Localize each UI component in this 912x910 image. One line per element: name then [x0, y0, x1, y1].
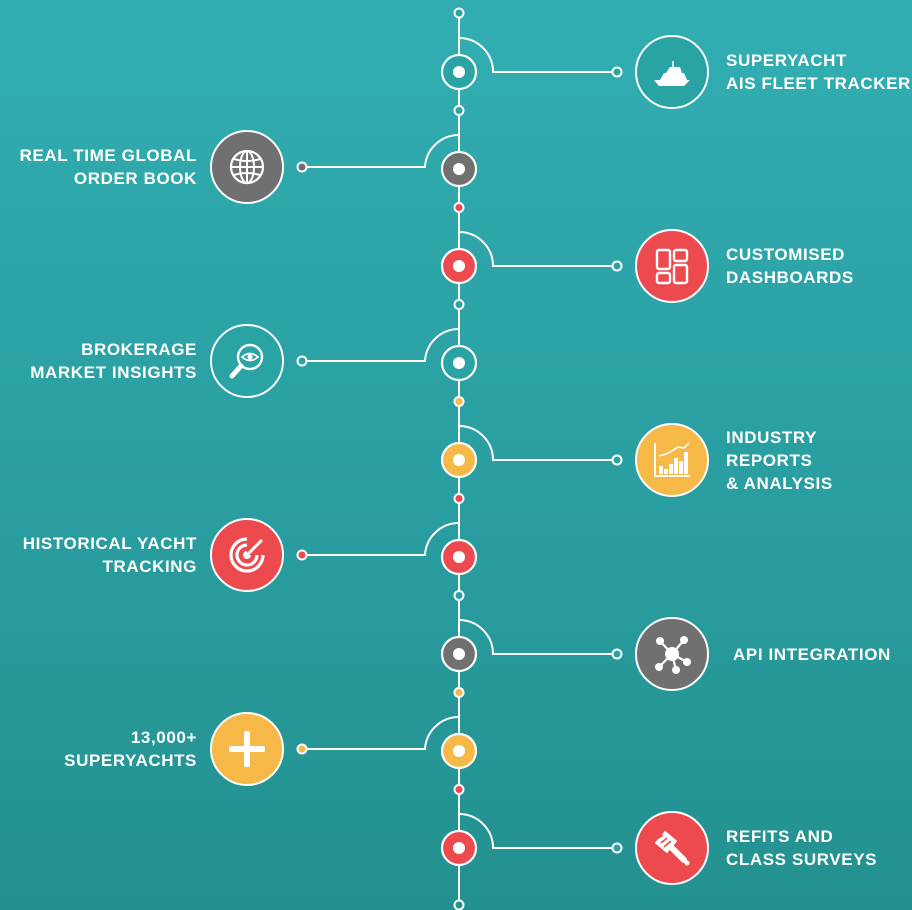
feature-api-integration: API INTEGRATION — [635, 614, 912, 694]
badge-ais-fleet-tracker — [635, 35, 709, 109]
connector-tip-dot — [296, 355, 308, 367]
feature-dashboards: CUSTOMISED DASHBOARDS — [635, 226, 912, 306]
feature-label: HISTORICAL YACHT TRACKING — [22, 534, 197, 576]
connector-tip-dot — [296, 161, 308, 173]
spine-joint-dot — [453, 784, 465, 795]
timeline-node-center — [453, 357, 465, 369]
spine-end-dot — [453, 899, 465, 910]
bar-chart-icon — [654, 442, 690, 477]
superyacht-icon — [654, 61, 690, 86]
spine-joint-dot — [453, 590, 465, 601]
connector-industry-reports — [458, 425, 617, 461]
connector-historical-tracking — [302, 521, 460, 556]
feature-market-insights: BROKERAGE MARKET INSIGHTS — [0, 321, 287, 401]
network-nodes-icon — [655, 636, 691, 674]
spine-joint-dot — [453, 299, 465, 310]
badge-historical-tracking — [210, 518, 284, 592]
feature-historical-tracking: HISTORICAL YACHT TRACKING — [0, 515, 287, 595]
connector-refits-surveys — [458, 813, 617, 849]
timeline-node-center — [453, 66, 465, 78]
spine-joint-dot — [453, 396, 465, 407]
connector-tip-dot — [611, 648, 623, 660]
radar-icon — [229, 537, 265, 573]
connector-tip-dot — [296, 549, 308, 561]
feature-label: REFITS AND CLASS SURVEYS — [726, 827, 878, 869]
feature-label: INDUSTRY REPORTS & ANALYSIS — [726, 427, 833, 493]
feature-label: SUPERYACHT AIS FLEET TRACKER — [726, 51, 911, 93]
connector-tip-dot — [296, 743, 308, 755]
connector-api-integration — [458, 619, 617, 655]
plus-icon — [229, 731, 265, 767]
paint-brush-icon — [654, 830, 690, 866]
badge-market-insights — [210, 324, 284, 398]
badge-order-book — [210, 130, 284, 204]
connector-ais-fleet-tracker — [458, 37, 617, 73]
feature-superyachts-count: 13,000+ SUPERYACHTS — [0, 709, 287, 789]
spine-start-dot — [453, 7, 465, 19]
badge-api-integration — [635, 617, 709, 691]
spine-joint-dot — [453, 687, 465, 698]
feature-label: BROKERAGE MARKET INSIGHTS — [30, 340, 197, 382]
feature-label: 13,000+ SUPERYACHTS — [64, 728, 197, 770]
spine-joint-dot — [453, 493, 465, 504]
timeline-node-center — [453, 551, 465, 563]
connector-tip-dot — [611, 454, 623, 466]
badge-superyachts-count — [210, 712, 284, 786]
connector-order-book — [302, 133, 460, 168]
connector-tip-dot — [611, 66, 623, 78]
badge-dashboards — [635, 229, 709, 303]
badge-refits-surveys — [635, 811, 709, 885]
timeline-node-center — [453, 648, 465, 660]
connector-tip-dot — [611, 260, 623, 272]
feature-industry-reports: INDUSTRY REPORTS & ANALYSIS — [635, 420, 912, 500]
dashboard-icon — [655, 248, 689, 285]
timeline-node-center — [453, 454, 465, 466]
globe-icon — [229, 149, 265, 185]
timeline-node-center — [453, 260, 465, 272]
feature-ais-fleet-tracker: SUPERYACHT AIS FLEET TRACKER — [635, 32, 912, 112]
magnifier-eye-icon — [229, 343, 264, 379]
connector-market-insights — [302, 327, 460, 362]
connector-dashboards — [458, 231, 617, 267]
spine-joint-dot — [453, 202, 465, 213]
timeline-node-center — [453, 842, 465, 854]
feature-label: REAL TIME GLOBAL ORDER BOOK — [19, 146, 197, 188]
connector-tip-dot — [611, 842, 623, 854]
spine-joint-dot — [453, 105, 465, 116]
feature-label: CUSTOMISED DASHBOARDS — [726, 245, 854, 287]
feature-order-book: REAL TIME GLOBAL ORDER BOOK — [0, 127, 287, 207]
timeline-node-center — [453, 163, 465, 175]
badge-industry-reports — [635, 423, 709, 497]
timeline-node-center — [453, 745, 465, 757]
connector-superyachts-count — [302, 715, 460, 750]
feature-refits-surveys: REFITS AND CLASS SURVEYS — [635, 808, 912, 888]
feature-label: API INTEGRATION — [733, 644, 891, 664]
